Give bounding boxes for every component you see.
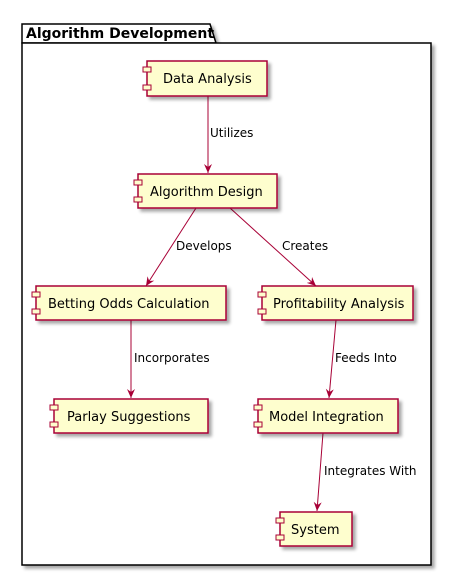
component-box bbox=[261, 285, 414, 321]
component-icon-tab bbox=[257, 308, 267, 315]
component-box bbox=[53, 398, 209, 434]
edge-label-feeds-into: Feeds Into bbox=[335, 351, 397, 365]
component-icon-tab bbox=[49, 404, 59, 411]
component-icon-tab bbox=[257, 291, 267, 298]
edges bbox=[127, 96, 337, 512]
component-icon-tab bbox=[142, 66, 152, 73]
component-data-analysis[interactable]: Data Analysis bbox=[142, 60, 268, 97]
component-system[interactable]: System bbox=[275, 511, 353, 547]
component-box bbox=[146, 60, 268, 97]
component-icon-tab bbox=[142, 84, 152, 91]
edge-label-integrates-with: Integrates With bbox=[324, 464, 417, 478]
component-icon-tab bbox=[133, 179, 143, 186]
component-algorithm-design[interactable]: Algorithm Design bbox=[133, 173, 278, 209]
edge-label-incorporates: Incorporates bbox=[134, 351, 210, 365]
component-label: Profitability Analysis bbox=[273, 297, 405, 312]
component-icon-tab bbox=[275, 517, 285, 524]
component-profitability-analysis[interactable]: Profitability Analysis bbox=[257, 285, 414, 321]
edge-creates bbox=[229, 207, 317, 287]
component-icon-tab bbox=[49, 421, 59, 428]
component-label: Betting Odds Calculation bbox=[48, 297, 210, 312]
component-label: Algorithm Design bbox=[150, 185, 263, 200]
edge-label-utilizes: Utilizes bbox=[210, 126, 253, 140]
component-betting-odds-calculation[interactable]: Betting Odds Calculation bbox=[31, 285, 227, 321]
component-box bbox=[137, 173, 278, 209]
component-icon-tab bbox=[275, 534, 285, 541]
edge-integrates-with bbox=[313, 432, 324, 512]
component-label: Data Analysis bbox=[163, 72, 252, 87]
component-box bbox=[279, 511, 353, 547]
component-icon-tab bbox=[31, 291, 41, 298]
component-icon-tab bbox=[31, 308, 41, 315]
component-label: System bbox=[291, 523, 339, 538]
edge-label-develops: Develops bbox=[176, 239, 232, 253]
edge-feeds-into bbox=[325, 319, 337, 399]
component-icon-tab bbox=[253, 404, 263, 411]
component-box bbox=[35, 285, 227, 321]
component-label: Parlay Suggestions bbox=[67, 410, 191, 425]
package-title: Algorithm Development bbox=[26, 26, 214, 42]
component-icon-tab bbox=[253, 421, 263, 428]
component-model-integration[interactable]: Model Integration bbox=[253, 398, 399, 434]
component-parlay-suggestions[interactable]: Parlay Suggestions bbox=[49, 398, 209, 434]
component-label: Model Integration bbox=[269, 410, 384, 425]
component-icon-tab bbox=[133, 196, 143, 203]
edge-develops bbox=[145, 207, 197, 287]
edge-label-creates: Creates bbox=[282, 239, 328, 253]
component-box bbox=[257, 398, 399, 434]
